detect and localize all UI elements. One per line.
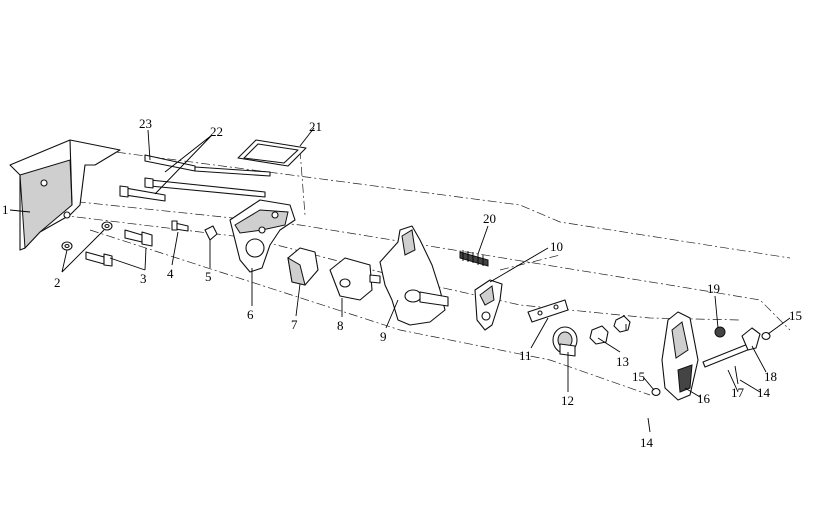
part-2-washers [61,221,113,251]
label-part-7: 7 [291,317,298,332]
label-part-3: 3 [140,271,147,286]
label-part-14-b: 14 [640,435,654,450]
label-part-15-a: 15 [789,308,802,323]
label-part-13: 13 [616,354,629,369]
label-part-22: 22 [210,124,223,139]
part-3-bolts [85,229,153,267]
label-part-8: 8 [337,318,344,333]
label-part-15-b: 15 [632,369,645,384]
part-12-gear [552,326,578,357]
label-part-9: 9 [380,329,387,344]
assembly-center-lines [59,149,791,396]
label-part-14-a: 14 [757,385,771,400]
part-19-washer [714,326,726,338]
part-14-pins [647,365,739,433]
label-part-20: 20 [483,211,496,226]
part-11-link [527,299,569,323]
label-part-19: 19 [707,281,720,296]
label-part-12: 12 [561,393,574,408]
label-part-23: 23 [139,116,152,131]
label-part-4: 4 [167,266,174,281]
label-part-10: 10 [550,239,563,254]
label-part-5: 5 [205,269,212,284]
part-21-pad [237,139,307,167]
part-23-pin [144,154,271,177]
part-6-housing [229,199,296,273]
part-17-rod [702,343,751,368]
label-part-2: 2 [54,275,61,290]
label-part-6: 6 [247,307,254,322]
part-4-pin [171,220,189,232]
label-part-1: 1 [2,202,9,217]
part-15-washers [651,331,771,397]
part-1-bracket [9,139,121,251]
part-5-clip [204,225,218,241]
label-part-18: 18 [764,369,777,384]
part-7-cam [287,247,319,286]
part-8-rotor [329,257,381,301]
part-18-bracket [741,327,761,351]
leader-lines [9,127,791,398]
part-9-bracket-assembly [379,225,449,326]
part-22-bolts [119,177,266,202]
label-part-16: 16 [697,391,711,406]
part-labels: 1 2 3 4 5 6 7 8 9 10 11 12 13 14 14 15 1… [2,116,802,450]
label-part-21: 21 [309,119,322,134]
label-part-17: 17 [731,385,745,400]
part-13-nuts [589,315,631,345]
label-part-11: 11 [519,348,532,363]
part-20-spring [459,250,489,267]
part-16-handle [661,311,699,401]
part-10-lever [474,279,503,331]
